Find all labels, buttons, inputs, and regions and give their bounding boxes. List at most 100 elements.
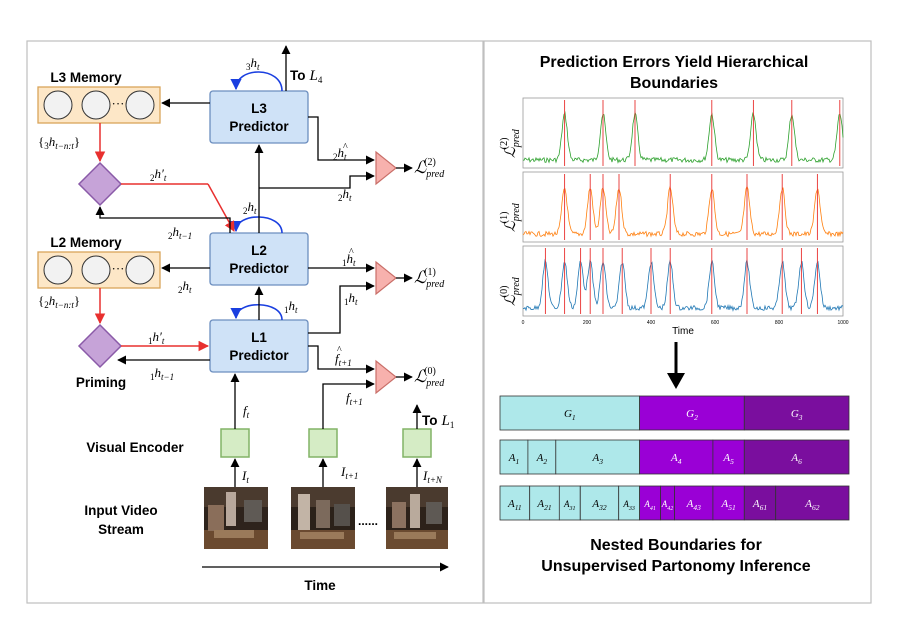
x-tick: 400 (647, 320, 656, 326)
l1-prev-state-label: 1ht−1 (150, 365, 174, 382)
error-trace (522, 258, 844, 312)
video-frame-1 (204, 487, 268, 549)
plot-ylabel-level0: ℒpred(0) (499, 276, 522, 306)
input-video-label-line1: Input Video (84, 503, 157, 518)
l3-predictor-level: L3 (251, 101, 267, 116)
x-tick: 0 (522, 320, 525, 326)
segment-cell (499, 439, 529, 475)
l1-target-arrow (322, 379, 375, 420)
l3-priming-diamond (77, 161, 123, 207)
right-panel-frame (483, 40, 872, 604)
segment-label: A51 (720, 498, 735, 512)
frame-t1-label: It+1 (340, 464, 358, 481)
frame-tn-label: It+N (422, 468, 443, 485)
segment-cell (639, 439, 714, 475)
priming-label: Priming (76, 375, 126, 390)
l1-predictor-level: L1 (251, 330, 267, 345)
l2-memory-cell (43, 255, 73, 285)
x-tick: 600 (711, 320, 720, 326)
l1-predictor-label: Predictor (229, 348, 289, 363)
l2-predictor-box (209, 232, 309, 286)
l2-memory-read-label: {2ht−n:t} (38, 293, 80, 310)
encoder-feature-label: ft (243, 403, 250, 420)
error-trace (522, 110, 844, 164)
l3-memory-cell (81, 90, 111, 120)
segment-cell (579, 485, 620, 521)
segment-cell (639, 395, 745, 431)
segment-label: A42 (661, 499, 674, 512)
l1-loss-comparator (375, 359, 397, 395)
l2-prev-state-label: 2ht−1 (168, 224, 192, 241)
plot-traces (522, 100, 844, 314)
l3-target-arrow (259, 171, 375, 189)
l2-target-label: 1ht (344, 290, 358, 307)
segment-label: A33 (622, 499, 635, 512)
l1-target-label: ft+1 (346, 390, 363, 407)
segment-cell (743, 395, 850, 431)
prediction-error-plots (522, 97, 844, 317)
l2-memory-ellipsis: ··· (112, 261, 125, 276)
plot-time-label: Time (672, 326, 694, 337)
segment-label: A62 (804, 498, 819, 512)
visual-encoder-t-plus-n (402, 428, 432, 458)
l3-loss-comparator (375, 150, 397, 186)
segment-label: A41 (643, 499, 656, 512)
l3-memory-cell (43, 90, 73, 120)
segment-cell (775, 485, 850, 521)
segment-cell (743, 439, 850, 475)
l3-memory-ellipsis: ··· (112, 96, 125, 111)
l2-prediction-hat: ^ (349, 247, 354, 258)
l3-loop-label: 3ht (246, 55, 260, 72)
segment-cell (529, 485, 560, 521)
l3-loss-label: ℒpred(2) (414, 157, 445, 180)
l2-predictor-label: Predictor (229, 261, 289, 276)
x-tick: 1000 (837, 320, 848, 326)
x-tick: 800 (775, 320, 784, 326)
segment-label: A32 (591, 498, 606, 512)
l2-loop-label: 2ht (243, 199, 257, 216)
segment-label: A11 (507, 498, 522, 512)
l1-prediction-arrow (308, 345, 375, 374)
l1-loss-label: ℒpred(0) (414, 366, 445, 389)
plot-frame-level1 (522, 171, 844, 243)
down-arrow-head (667, 373, 685, 389)
visual-encoder-t (220, 428, 250, 458)
left-panel: L3 Memory ··· L2 Memory ··· Priming L3 P… (37, 45, 454, 593)
l1-prediction-label: ft+1 (335, 351, 352, 368)
error-trace (522, 185, 844, 238)
frame-t-label: It (241, 468, 249, 485)
right-panel: Prediction Errors Yield Hierarchical Bou… (499, 54, 850, 575)
l2-target-arrow (308, 281, 375, 334)
l3-memory-cell (125, 90, 155, 120)
time-axis-label: Time (304, 578, 336, 593)
l3-predictor-label: Predictor (229, 119, 289, 134)
l3-prediction-hat: ^ (343, 142, 348, 153)
l3-memory-title: L3 Memory (50, 70, 122, 85)
video-frame-3 (386, 487, 448, 549)
l1-predictor-box (209, 319, 309, 373)
x-tick: 200 (583, 320, 592, 326)
l3-prediction-label: 2ht (333, 145, 347, 162)
segment-label: A5 (722, 452, 734, 466)
right-title-line2: Boundaries (630, 75, 718, 92)
frames-ellipsis: ...... (358, 514, 378, 528)
l2-memory-cell (125, 255, 155, 285)
plot-frame-level0 (522, 245, 844, 317)
visual-encoder-label: Visual Encoder (86, 440, 184, 455)
segment-label: G2 (686, 408, 698, 422)
segment-label: A31 (563, 499, 576, 512)
segment-label: A1 (508, 452, 519, 466)
segment-label: G1 (564, 408, 576, 422)
segment-label: A43 (686, 498, 701, 512)
segment-cell (499, 485, 531, 521)
segment-cell (639, 485, 661, 521)
segment-cell (618, 485, 641, 521)
segment-label: A3 (591, 452, 603, 466)
l1-primed-state-label: 1h′t (148, 329, 165, 346)
segment-cell (558, 485, 581, 521)
segment-label: A61 (752, 498, 767, 512)
